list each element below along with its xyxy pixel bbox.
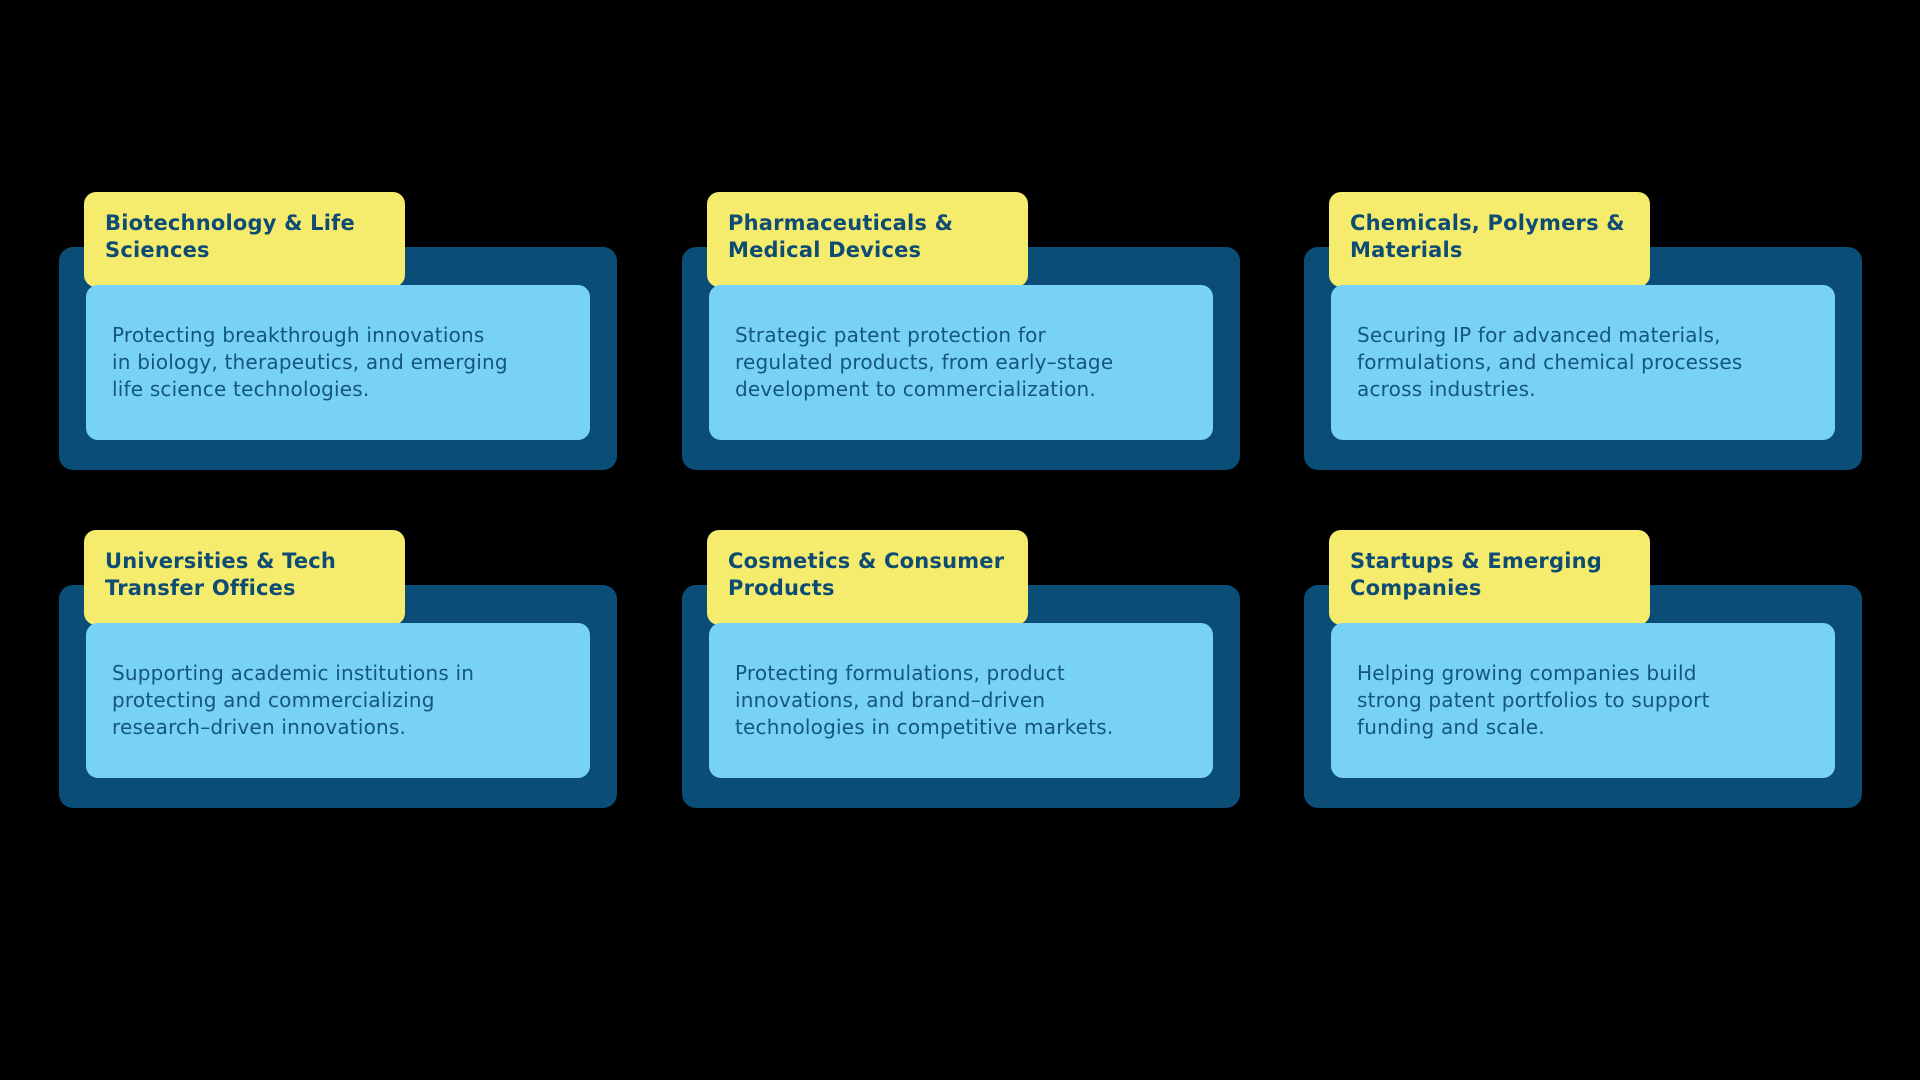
card-biotechnology-life-sciences: Biotechnology & Life Sciences Protecting…: [59, 192, 617, 470]
card-title: Cosmetics & Consumer Products: [728, 549, 1005, 600]
card-title: Pharmaceuticals & Medical Devices: [728, 211, 954, 262]
card-description-box: Securing IP for advanced materials, form…: [1331, 285, 1835, 440]
card-chemicals-polymers-materials: Chemicals, Polymers & Materials Securing…: [1304, 192, 1862, 470]
card-title: Startups & Emerging Companies: [1350, 549, 1602, 600]
card-description-box: Protecting breakthrough innovations in b…: [86, 285, 590, 440]
card-title-tab: Startups & Emerging Companies: [1329, 530, 1650, 625]
card-description-box: Helping growing companies build strong p…: [1331, 623, 1835, 778]
card-title-tab: Biotechnology & Life Sciences: [84, 192, 405, 287]
card-description: Strategic patent protection for regulate…: [735, 323, 1114, 401]
card-title: Chemicals, Polymers & Materials: [1350, 211, 1625, 262]
card-pharmaceuticals-medical-devices: Pharmaceuticals & Medical Devices Strate…: [682, 192, 1240, 470]
card-cosmetics-consumer-products: Cosmetics & Consumer Products Protecting…: [682, 530, 1240, 808]
card-title: Biotechnology & Life Sciences: [105, 211, 355, 262]
card-title-tab: Chemicals, Polymers & Materials: [1329, 192, 1650, 287]
card-title-tab: Cosmetics & Consumer Products: [707, 530, 1028, 625]
card-title-tab: Pharmaceuticals & Medical Devices: [707, 192, 1028, 287]
card-description: Securing IP for advanced materials, form…: [1357, 323, 1743, 401]
card-universities-tech-transfer: Universities & Tech Transfer Offices Sup…: [59, 530, 617, 808]
card-description-box: Supporting academic institutions in prot…: [86, 623, 590, 778]
card-description: Protecting formulations, product innovat…: [735, 661, 1114, 739]
card-description-box: Protecting formulations, product innovat…: [709, 623, 1213, 778]
card-description: Protecting breakthrough innovations in b…: [112, 323, 508, 401]
card-description: Helping growing companies build strong p…: [1357, 661, 1710, 739]
card-title: Universities & Tech Transfer Offices: [105, 549, 337, 600]
card-description: Supporting academic institutions in prot…: [112, 661, 475, 739]
card-description-box: Strategic patent protection for regulate…: [709, 285, 1213, 440]
card-startups-emerging-companies: Startups & Emerging Companies Helping gr…: [1304, 530, 1862, 808]
card-title-tab: Universities & Tech Transfer Offices: [84, 530, 405, 625]
